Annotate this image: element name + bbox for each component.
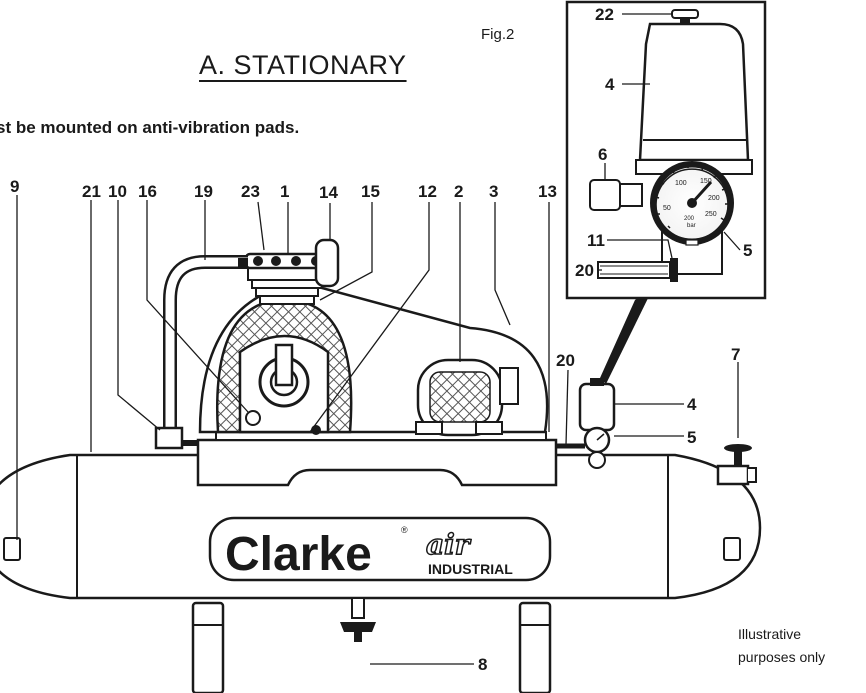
pressure-gauge: 50 100 150 200 250 200 bar xyxy=(650,161,734,246)
gauge-scale-100: 100 xyxy=(675,180,687,187)
base-plate xyxy=(196,431,558,487)
inset-callout-11: 11 xyxy=(587,231,605,250)
leader-lines xyxy=(16,13,741,665)
regulator-inset: 50 100 150 200 250 200 bar xyxy=(565,0,767,300)
figure-label: Fig.2 xyxy=(481,26,515,43)
callout-4: 4 xyxy=(687,395,697,414)
pump-head xyxy=(244,238,340,305)
mounting-notice: st be mounted on anti-vibration pads. xyxy=(0,118,300,137)
logo-industrial-text: INDUSTRIAL xyxy=(428,561,513,577)
tank-foot-left xyxy=(191,601,225,693)
tank-left-fitting xyxy=(3,537,21,561)
electric-motor xyxy=(415,358,519,437)
inset-callout-5: 5 xyxy=(743,241,752,260)
callout-19: 19 xyxy=(194,182,213,201)
flywheel-guard xyxy=(216,298,353,435)
inset-callout-6: 6 xyxy=(598,145,607,164)
tank-right-fitting xyxy=(723,537,741,561)
footnote-line-2: purposes only xyxy=(738,649,826,665)
callout-7: 7 xyxy=(731,345,740,364)
logo-sub-brand-text: air xyxy=(426,528,472,561)
callout-12: 12 xyxy=(418,182,437,201)
callout-numbers: 9 21 10 16 19 23 1 14 15 12 2 3 13 20 7 … xyxy=(10,5,752,674)
callout-15: 15 xyxy=(361,182,380,201)
callout-14: 14 xyxy=(319,183,338,202)
inset-callout-4: 4 xyxy=(605,75,615,94)
gauge-scale-250: 250 xyxy=(705,211,717,218)
footnote-line-1: Illustrative xyxy=(738,626,802,642)
gauge-inner-label: 200 xyxy=(684,216,695,222)
clarke-air-logo: Clarke ® air INDUSTRIAL xyxy=(208,516,552,582)
drain-valve xyxy=(340,597,376,642)
callout-16: 16 xyxy=(138,182,157,201)
callout-10: 10 xyxy=(108,182,127,201)
logo-registered-mark: ® xyxy=(401,525,408,535)
callout-21: 21 xyxy=(82,182,101,201)
illustrative-footnote: Illustrative purposes only xyxy=(738,623,825,669)
callout-23: 23 xyxy=(241,182,260,201)
callout-13: 13 xyxy=(538,182,557,201)
check-valve xyxy=(154,426,184,450)
callout-9: 9 xyxy=(10,177,19,196)
callout-5: 5 xyxy=(687,428,696,447)
callout-20: 20 xyxy=(556,351,575,370)
callout-3: 3 xyxy=(489,182,498,201)
gauge-unit: bar xyxy=(687,223,696,229)
logo-brand-text: Clarke xyxy=(225,528,372,581)
tank-foot-right xyxy=(518,601,552,693)
gauge-scale-150: 150 xyxy=(700,178,712,185)
inset-callout-20: 20 xyxy=(575,261,594,280)
regulator-assembly xyxy=(556,286,654,469)
callout-1: 1 xyxy=(280,182,289,201)
section-heading: A. STATIONARY xyxy=(199,50,407,80)
air-filter xyxy=(314,238,340,288)
outlet-valve xyxy=(716,444,757,486)
delivery-pipe xyxy=(154,255,248,450)
gauge-scale-50: 50 xyxy=(663,205,671,212)
inset-callout-22: 22 xyxy=(595,5,614,24)
gauge-scale-200: 200 xyxy=(708,195,720,202)
callout-8: 8 xyxy=(478,655,487,674)
callout-2: 2 xyxy=(454,182,463,201)
zoom-wedge xyxy=(600,286,654,384)
